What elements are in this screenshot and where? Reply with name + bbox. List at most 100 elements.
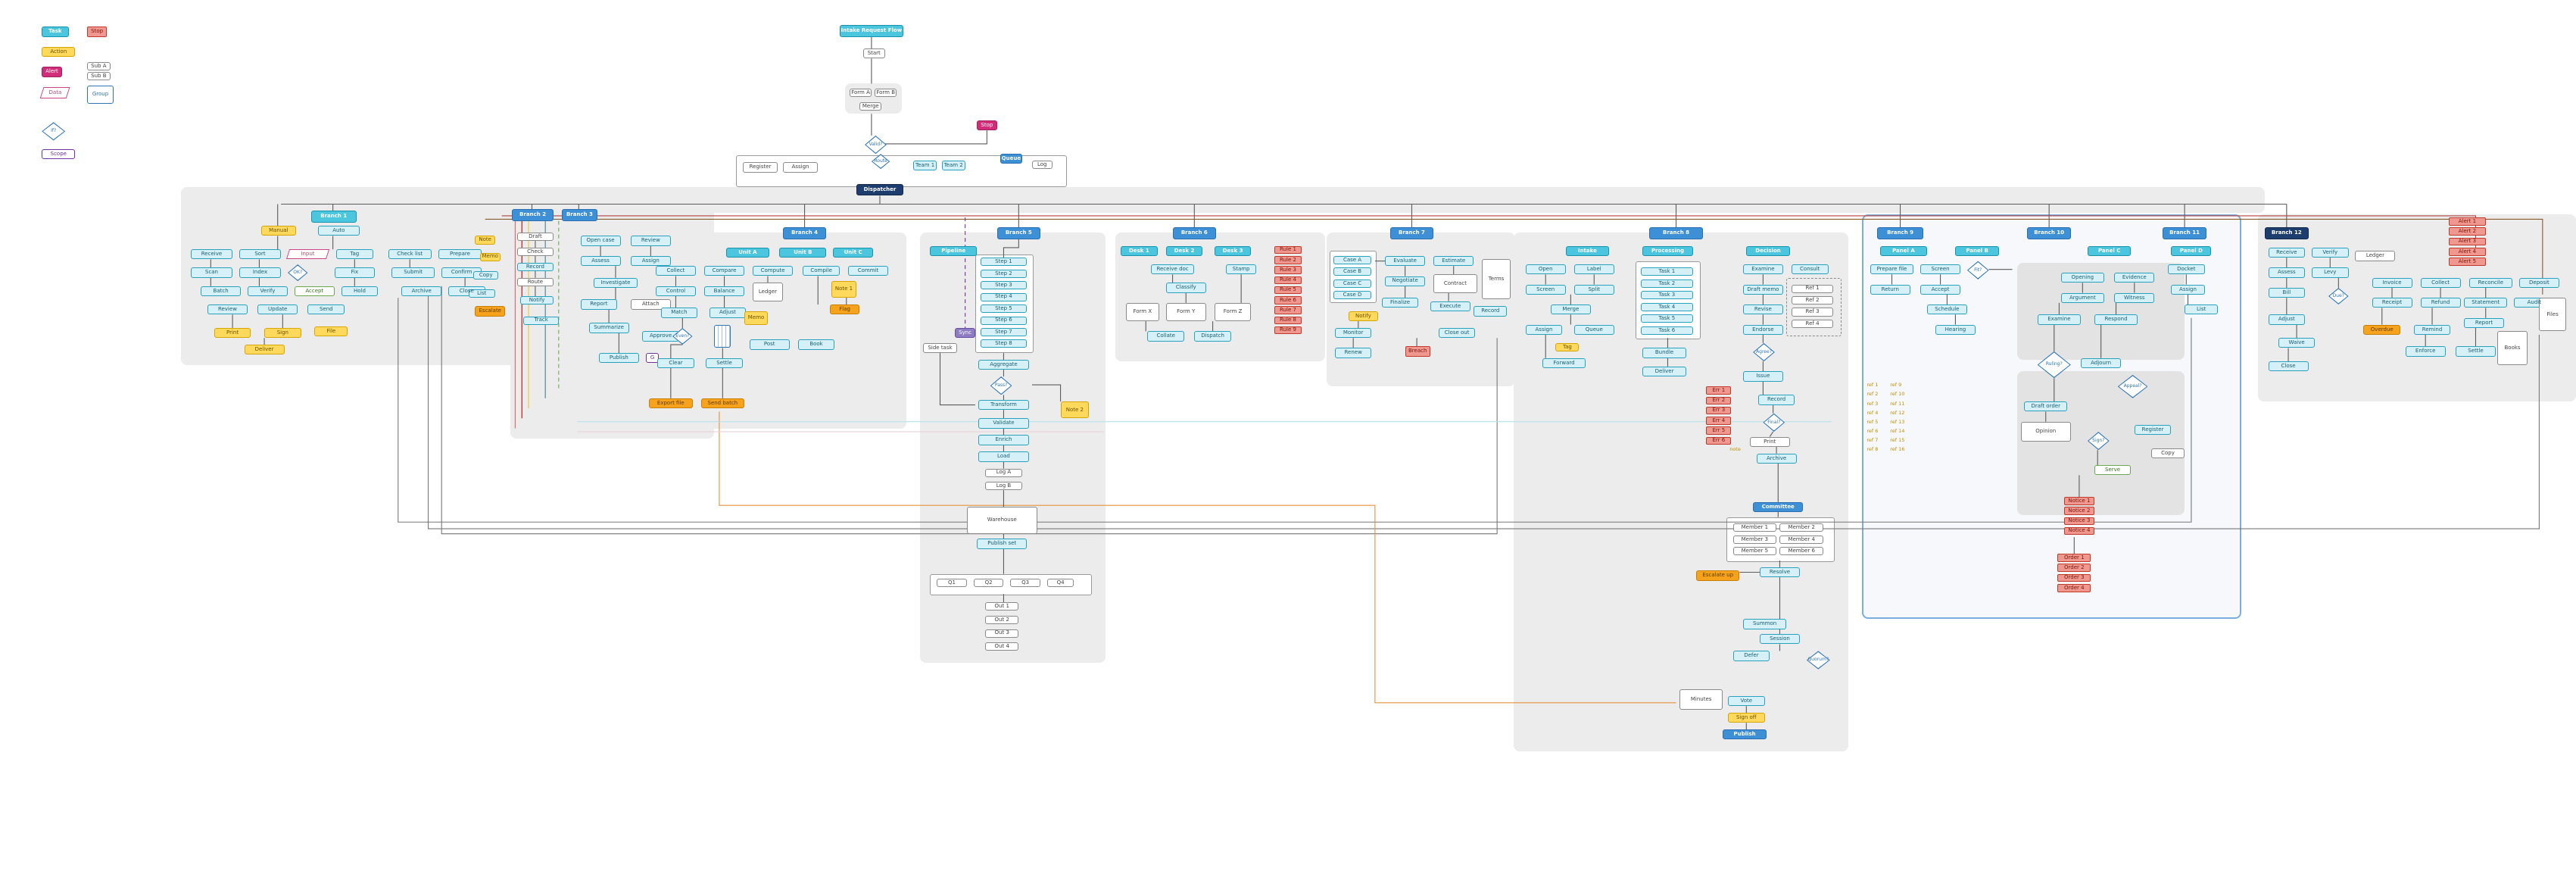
section-header-node[interactable]: Branch 3: [562, 209, 597, 221]
note-label[interactable]: ref 3: [1867, 400, 1887, 408]
process-node[interactable]: Compile: [803, 266, 840, 276]
process-node[interactable]: Assess: [2268, 267, 2306, 278]
subprocess-node[interactable]: Member 3: [1732, 535, 1777, 544]
process-node[interactable]: Copy: [473, 270, 499, 279]
note-label[interactable]: ref 9: [1890, 382, 1910, 389]
output-node[interactable]: Escalate up: [1696, 570, 1740, 581]
decision-node[interactable]: Agree?: [1753, 342, 1775, 362]
error-item[interactable]: Rule 5: [1274, 286, 1302, 295]
error-item[interactable]: Rule 3: [1274, 266, 1302, 274]
error-item[interactable]: Stop: [86, 27, 108, 37]
process-node[interactable]: Receive: [190, 249, 233, 260]
process-node[interactable]: List: [468, 289, 495, 298]
process-node[interactable]: Sort: [239, 249, 282, 260]
subprocess-node[interactable]: Log A: [985, 468, 1022, 477]
subprocess-node[interactable]: Log B: [985, 482, 1022, 491]
document-node[interactable]: Terms: [1482, 259, 1511, 300]
error-item[interactable]: Rule 8: [1274, 316, 1302, 325]
process-node[interactable]: Validate: [978, 418, 1029, 429]
process-node[interactable]: List: [2185, 304, 2219, 315]
subprocess-node[interactable]: Out 3: [985, 629, 1019, 638]
process-node[interactable]: Classify: [1165, 283, 1206, 293]
subprocess-node[interactable]: Register: [742, 162, 778, 173]
process-node[interactable]: Settle: [2455, 346, 2496, 357]
note-label[interactable]: ref 6: [1867, 427, 1887, 435]
process-node[interactable]: Report: [2464, 317, 2505, 328]
process-node[interactable]: Close out: [1438, 327, 1476, 339]
process-node[interactable]: Investigate: [594, 277, 638, 288]
process-node[interactable]: Publish: [598, 353, 639, 364]
error-item[interactable]: Err 1: [1706, 386, 1732, 395]
decision-node[interactable]: Due?: [2328, 287, 2349, 305]
process-node[interactable]: Opening: [2060, 273, 2105, 283]
error-item[interactable]: Alert 4: [2449, 247, 2486, 256]
subprocess-node[interactable]: Copy: [2150, 448, 2185, 459]
document-node[interactable]: Form Y: [1165, 302, 1206, 322]
error-item[interactable]: Err 5: [1706, 426, 1732, 435]
process-node[interactable]: Step 8: [980, 339, 1028, 348]
section-header-node[interactable]: Branch 8: [1649, 227, 1703, 239]
error-item[interactable]: Notice 2: [2064, 507, 2094, 515]
process-node[interactable]: Index: [239, 267, 282, 278]
process-node[interactable]: Endorse: [1742, 324, 1783, 335]
process-node[interactable]: Case C: [1333, 279, 1372, 288]
process-node[interactable]: Forward: [1542, 358, 1586, 368]
subprocess-node[interactable]: Start: [862, 48, 885, 59]
action-node[interactable]: File: [314, 326, 348, 337]
process-node[interactable]: Load: [978, 451, 1029, 462]
process-node[interactable]: Update: [257, 304, 298, 315]
process-node[interactable]: Estimate: [1433, 255, 1474, 267]
process-node[interactable]: Reconcile: [2468, 277, 2513, 288]
error-item[interactable]: Rule 7: [1274, 306, 1302, 314]
decision-node[interactable]: Final?: [1763, 413, 1785, 432]
error-item[interactable]: Order 1: [2057, 554, 2091, 562]
process-node[interactable]: Draft memo: [1742, 284, 1783, 295]
terminator-node[interactable]: Alert: [42, 67, 62, 77]
process-node[interactable]: Review: [630, 236, 671, 246]
subprocess-node[interactable]: Ref 4: [1791, 319, 1834, 328]
action-node[interactable]: Print: [214, 327, 251, 339]
process-node[interactable]: Archive: [1756, 453, 1797, 464]
document-node[interactable]: Files: [2539, 298, 2566, 332]
process-node[interactable]: Post: [749, 339, 790, 350]
process-node[interactable]: Check list: [388, 249, 432, 260]
process-node[interactable]: Argument: [2060, 292, 2105, 303]
process-node[interactable]: Task 2: [1641, 279, 1693, 288]
process-node[interactable]: Adjourn: [2081, 358, 2122, 368]
subprocess-node[interactable]: Check: [516, 247, 554, 256]
note-label[interactable]: ref 5: [1867, 418, 1887, 426]
process-node[interactable]: Task 6: [1641, 326, 1693, 335]
action-node[interactable]: Tag: [1555, 342, 1580, 351]
process-node[interactable]: Clear: [657, 358, 694, 368]
process-node[interactable]: Auto: [317, 226, 360, 236]
error-item[interactable]: Rule 9: [1274, 326, 1302, 335]
process-node[interactable]: Stamp: [1226, 264, 1257, 275]
error-item[interactable]: Order 3: [2057, 573, 2091, 582]
section-header-node[interactable]: Unit B: [779, 247, 827, 258]
process-node[interactable]: Scan: [190, 267, 233, 278]
section-header-node[interactable]: Unit C: [833, 247, 874, 258]
subprocess-node[interactable]: Merge: [859, 101, 882, 111]
hub-node[interactable]: Dispatcher: [856, 184, 903, 196]
process-node[interactable]: Collect: [2420, 277, 2461, 288]
hub-node[interactable]: Branch 12: [2265, 227, 2309, 239]
section-header-node[interactable]: Branch 5: [996, 227, 1041, 239]
process-node[interactable]: Evidence: [2114, 273, 2155, 283]
decision-node[interactable]: Route: [871, 154, 890, 170]
section-header-node[interactable]: Publish: [1723, 729, 1767, 740]
process-node[interactable]: Vote: [1728, 695, 1765, 707]
process-node[interactable]: Hearing: [1935, 324, 1976, 335]
decision-node[interactable]: Even?: [672, 327, 693, 345]
process-node[interactable]: Prepare: [438, 249, 482, 260]
process-node[interactable]: Accept: [1920, 284, 1961, 295]
process-node[interactable]: Open case: [580, 236, 621, 246]
subprocess-node[interactable]: Ref 1: [1791, 284, 1834, 293]
process-node[interactable]: Batch: [201, 286, 242, 296]
process-node[interactable]: Compare: [704, 266, 745, 276]
section-header-node[interactable]: Panel A: [1880, 245, 1927, 256]
process-node[interactable]: Consult: [1791, 264, 1829, 275]
subprocess-node[interactable]: Ref 2: [1791, 296, 1834, 305]
process-node[interactable]: Match: [660, 308, 698, 318]
note-label[interactable]: ref 10: [1890, 391, 1910, 398]
process-node[interactable]: Archive: [401, 286, 442, 296]
